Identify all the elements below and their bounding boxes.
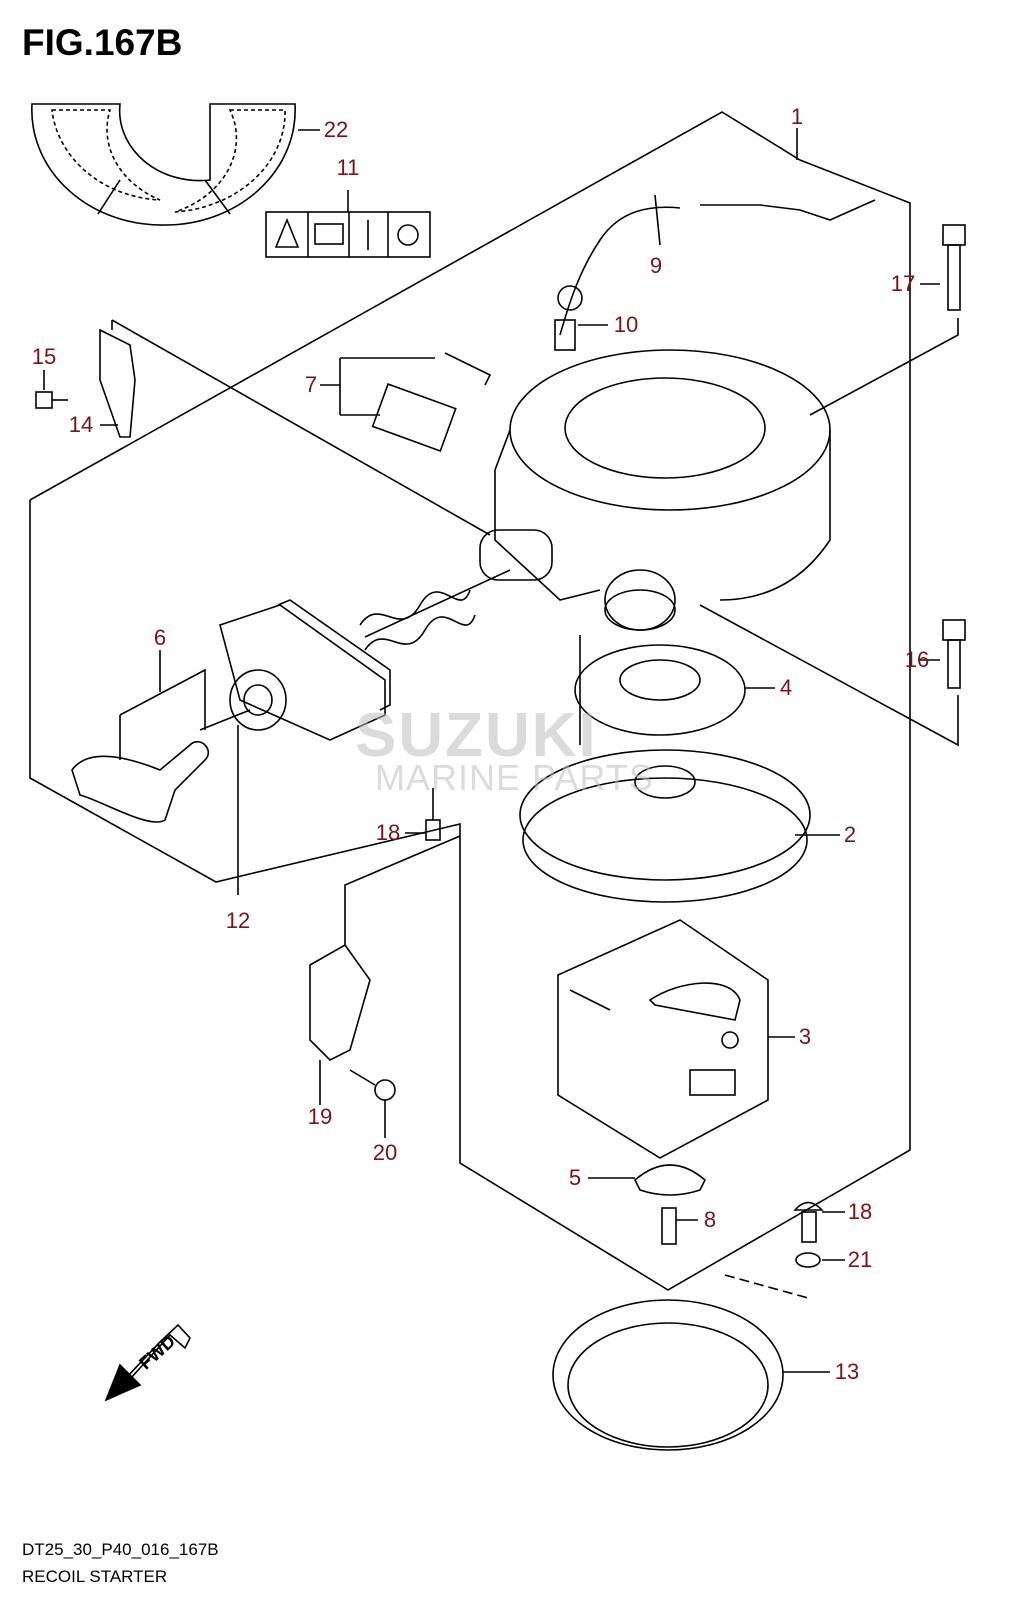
callout-c20: 20 xyxy=(372,1140,398,1165)
footer-code: DT25_30_P40_016_167B xyxy=(22,1540,219,1559)
handle-icon xyxy=(71,650,210,823)
callout-c13: 13 xyxy=(834,1359,860,1384)
bolt-16-icon xyxy=(699,604,966,747)
pawl-kit-icon xyxy=(557,919,795,1159)
callout-c15: 15 xyxy=(31,344,57,369)
washer-21-icon xyxy=(795,1252,845,1268)
cable-icon xyxy=(554,194,876,351)
watermark-line-2: MARINE PARTS xyxy=(375,757,654,798)
callout-c12: 12 xyxy=(225,908,251,933)
callout-c19: 19 xyxy=(307,1104,333,1129)
spring-icon xyxy=(359,569,511,651)
reel-icon xyxy=(519,749,840,903)
figure-title: FIG.167B xyxy=(22,22,183,63)
bolt-8-icon xyxy=(661,1207,698,1245)
callout-c8: 8 xyxy=(703,1207,717,1232)
bracket-icon xyxy=(320,352,492,453)
callout-c17: 17 xyxy=(890,271,916,296)
callout-c5: 5 xyxy=(568,1165,582,1190)
caution-label-icon xyxy=(265,190,431,258)
callout-c10: 10 xyxy=(613,312,639,337)
bolt-15-icon xyxy=(35,370,68,409)
starter-housing-icon xyxy=(479,349,831,631)
callout-c18b: 18 xyxy=(847,1199,873,1224)
callout-c21: 21 xyxy=(847,1247,873,1272)
cap-5-icon xyxy=(588,1164,706,1196)
callout-c3: 3 xyxy=(798,1024,812,1049)
callout-c7: 7 xyxy=(304,372,318,397)
bracket-14-icon xyxy=(99,319,491,536)
callout-c22: 22 xyxy=(323,117,349,142)
callout-c16: 16 xyxy=(904,647,930,672)
callout-c14: 14 xyxy=(68,412,94,437)
assembly-frame xyxy=(29,111,911,1291)
fwd-arrow-icon: FWD xyxy=(104,1323,191,1402)
watermark-line-1: SUZUKI xyxy=(355,701,598,770)
footer-name: RECOIL STARTER xyxy=(22,1567,168,1586)
callout-c11: 11 xyxy=(336,155,360,180)
cover-ring-icon xyxy=(552,1274,830,1451)
bracket-19-icon xyxy=(309,835,461,1105)
bolt-17-icon xyxy=(809,224,966,416)
callout-c9: 9 xyxy=(649,253,663,278)
reel-spring-icon xyxy=(574,589,775,745)
guide-gasket-icon xyxy=(199,599,391,895)
bolt-18b-icon xyxy=(793,1201,845,1243)
callout-c1: 1 xyxy=(790,104,804,129)
callout-c18a: 18 xyxy=(375,820,401,845)
bolt-18a-icon xyxy=(405,788,441,841)
callout-c6: 6 xyxy=(153,625,167,650)
decal-ring-icon xyxy=(31,103,320,226)
callout-c2: 2 xyxy=(843,822,857,847)
bolt-20-icon xyxy=(349,1069,396,1138)
callout-c4: 4 xyxy=(779,675,793,700)
